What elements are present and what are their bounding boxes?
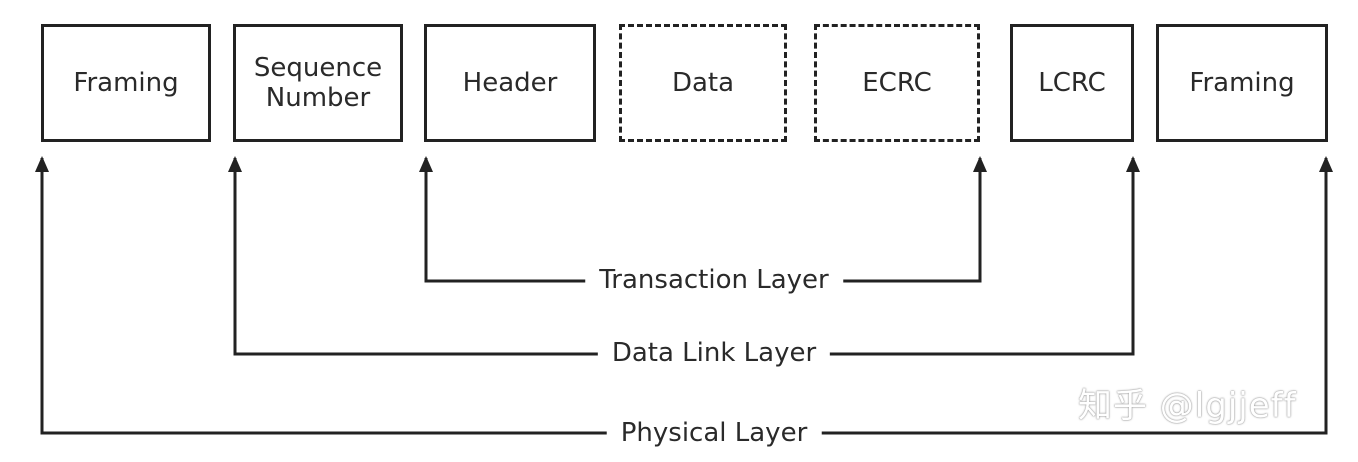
transaction-layer-connector xyxy=(419,156,987,283)
block-label: Framing xyxy=(73,68,179,98)
block-ecrc: ECRC xyxy=(814,24,980,142)
block-framing-start: Framing xyxy=(41,24,211,142)
transaction-layer-label: Transaction Layer xyxy=(585,265,843,295)
block-label: Framing xyxy=(1189,68,1295,98)
watermark: 知乎 @lgjjeff xyxy=(1078,386,1297,426)
block-sequence-number: Sequence Number xyxy=(233,24,403,142)
block-label: ECRC xyxy=(862,68,932,98)
block-label: Data xyxy=(671,68,735,98)
block-header: Header xyxy=(424,24,596,142)
data-link-layer-connector xyxy=(228,156,1140,356)
block-data: Data xyxy=(619,24,787,142)
data-link-layer-label: Data Link Layer xyxy=(597,338,831,368)
block-label: Sequence Number xyxy=(253,53,383,113)
block-lcrc: LCRC xyxy=(1010,24,1134,142)
physical-layer-label: Physical Layer xyxy=(606,418,822,448)
block-framing-end: Framing xyxy=(1156,24,1328,142)
block-label: LCRC xyxy=(1038,68,1106,98)
block-label: Header xyxy=(462,68,558,98)
